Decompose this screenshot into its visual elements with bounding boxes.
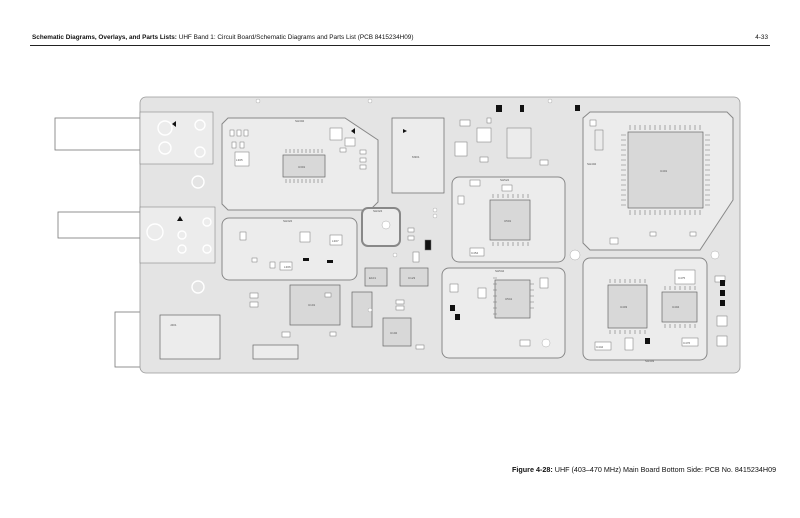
chip-m301 (391, 117, 445, 194)
label-l305: L305 (236, 158, 243, 162)
label-j401: J401 (170, 323, 177, 327)
label-u101: U101 (308, 303, 316, 307)
polarity-markers (172, 105, 725, 344)
chip-p102 (252, 344, 299, 360)
label-c123: C123 (408, 276, 416, 280)
passive-components (229, 117, 728, 351)
label-sh403: SH403 (645, 359, 655, 363)
figure-text: UHF (403–470 MHz) Main Board Bottom Side… (552, 465, 777, 474)
label-c442: C442 (596, 345, 604, 349)
chip-u403 (607, 284, 648, 329)
label-sh402: SH402 (587, 162, 597, 166)
label-m301: M301 (412, 155, 420, 159)
chip-c123 (399, 267, 429, 287)
label-u102: U102 (390, 331, 398, 335)
figure-caption: Figure 4-28: UHF (403–470 MHz) Main Boar… (512, 465, 776, 474)
connector-pads (146, 119, 212, 294)
ic-pins (285, 125, 710, 334)
chip-u301 (282, 154, 326, 178)
header-section-title: UHF Band 1: Circuit Board/Schematic Diag… (176, 34, 414, 41)
label-sh522: SH522 (500, 178, 510, 182)
header-section-bold: Schematic Diagrams, Overlays, and Parts … (32, 34, 177, 41)
chip-u501 (489, 199, 531, 241)
label-c475: C475 (678, 276, 686, 280)
label-c476: C476 (683, 341, 691, 345)
header-rule (30, 45, 770, 46)
label-e101: E101 (369, 276, 376, 280)
label-sh322: SH322 (283, 219, 293, 223)
component-labels: U301 U501 U541 U401 U403 U404 U101 U102 … (170, 155, 691, 349)
page-number: 4-33 (755, 34, 768, 41)
shield-sh324 (361, 207, 401, 247)
chip-u102 (382, 317, 412, 347)
label-c454: C454 (471, 251, 479, 255)
components (159, 117, 704, 360)
connector-j401 (159, 314, 221, 360)
figure-label: Figure 4-28: (512, 465, 553, 474)
label-l306: L306 (284, 265, 291, 269)
shield-labels: SH302 SH322 SH324 SH522 SH542 SH402 SH40… (283, 119, 655, 363)
label-sh324: SH324 (373, 209, 383, 213)
label-u404: U404 (672, 305, 680, 309)
label-u301: U301 (298, 165, 306, 169)
label-l307: L307 (332, 239, 339, 243)
vias (255, 98, 720, 348)
label-u403: U403 (620, 305, 628, 309)
chip-u541 (494, 279, 531, 319)
label-u501: U501 (504, 219, 512, 223)
shield-sh322 (221, 217, 358, 281)
label-sh542: SH542 (495, 269, 505, 273)
label-u541: U541 (505, 297, 513, 301)
page-header: Schematic Diagrams, Overlays, and Parts … (32, 34, 413, 41)
label-u401: U401 (660, 169, 668, 173)
chip-u401 (627, 131, 704, 209)
label-sh302: SH302 (295, 119, 305, 123)
chip-u101 (289, 284, 341, 326)
chip-u404 (661, 291, 698, 323)
chip-e101 (364, 267, 388, 287)
